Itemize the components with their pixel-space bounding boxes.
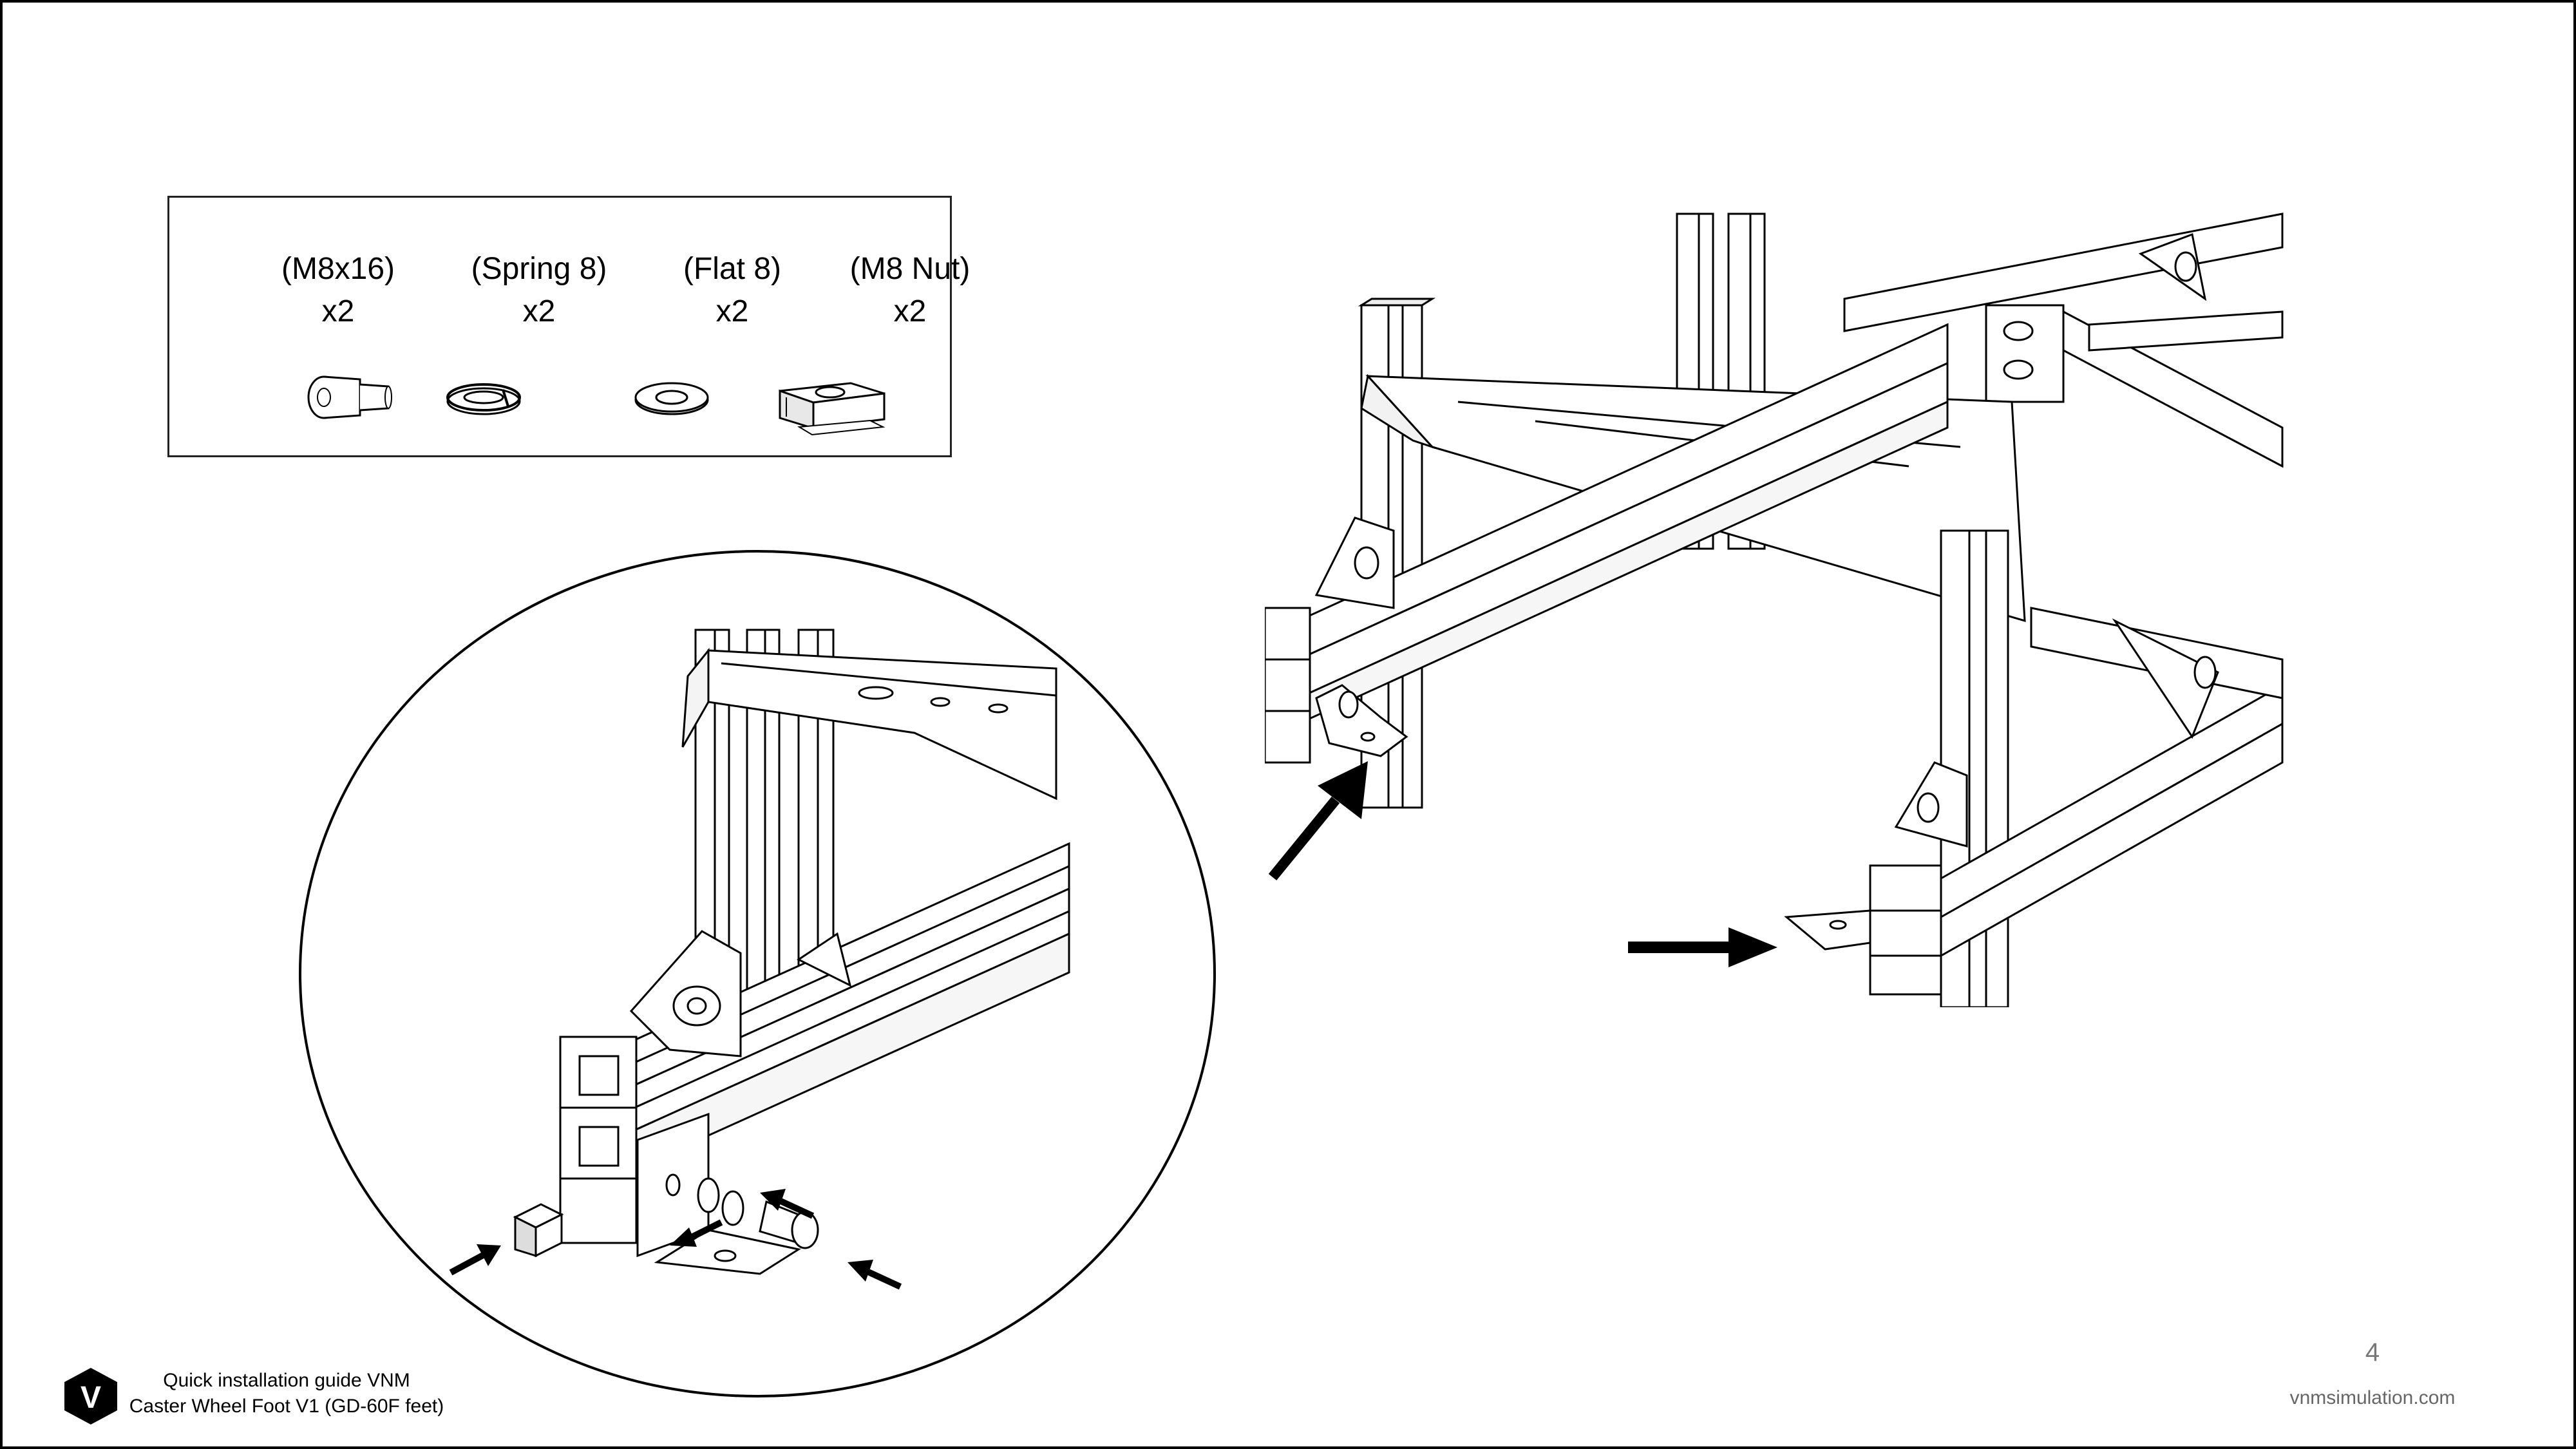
arrow-screw-icon [848, 1260, 902, 1290]
arrow-right-foot-icon [1628, 927, 1777, 967]
part-quantity: x2 [893, 294, 927, 328]
part-quantity: x2 [715, 294, 749, 328]
part-name: (Flat 8) [683, 252, 781, 286]
part-quantity: x2 [522, 294, 556, 328]
guide-title-line1: Quick installation guide VNM [163, 1370, 410, 1391]
flat-washer-icon [634, 382, 709, 415]
part-name: (Spring 8) [471, 252, 607, 286]
part-flat-8: (Flat 8) x2 [636, 248, 829, 333]
spring-washer-icon [446, 383, 521, 415]
frame-assembly-drawing [1265, 213, 2284, 1007]
part-m8x16: (M8x16) x2 [242, 248, 435, 333]
detail-drawing [513, 629, 1070, 1275]
vnm-logo-icon: V [64, 1368, 117, 1425]
website-link[interactable]: vnmsimulation.com [2289, 1387, 2456, 1408]
arrow-tnut-icon [449, 1244, 501, 1276]
arrow-left-foot-icon [1268, 761, 1368, 881]
detail-zoom-circle [299, 550, 1216, 1397]
arrow-spring-washer-icon [760, 1189, 815, 1219]
footer-guide-title: Quick installation guide VNM Caster Whee… [122, 1368, 451, 1419]
page-number: 4 [2365, 1338, 2380, 1367]
arrow-washer-icon [670, 1219, 723, 1247]
t-nut-icon [779, 382, 886, 436]
logo-letter: V [80, 1381, 101, 1415]
part-quantity: x2 [321, 294, 355, 328]
part-m8-nut: (M8 Nut) x2 [813, 248, 1007, 333]
part-name: (M8 Nut) [849, 252, 971, 286]
screw-icon [307, 375, 392, 419]
part-spring-8: (Spring 8) x2 [442, 248, 636, 333]
guide-title-line2: Caster Wheel Foot V1 (GD-60F feet) [129, 1396, 444, 1417]
parts-list-box: (M8x16) x2 (Spring 8) x2 (Flat 8) x2 (M8… [167, 196, 970, 457]
part-name: (M8x16) [281, 252, 395, 286]
